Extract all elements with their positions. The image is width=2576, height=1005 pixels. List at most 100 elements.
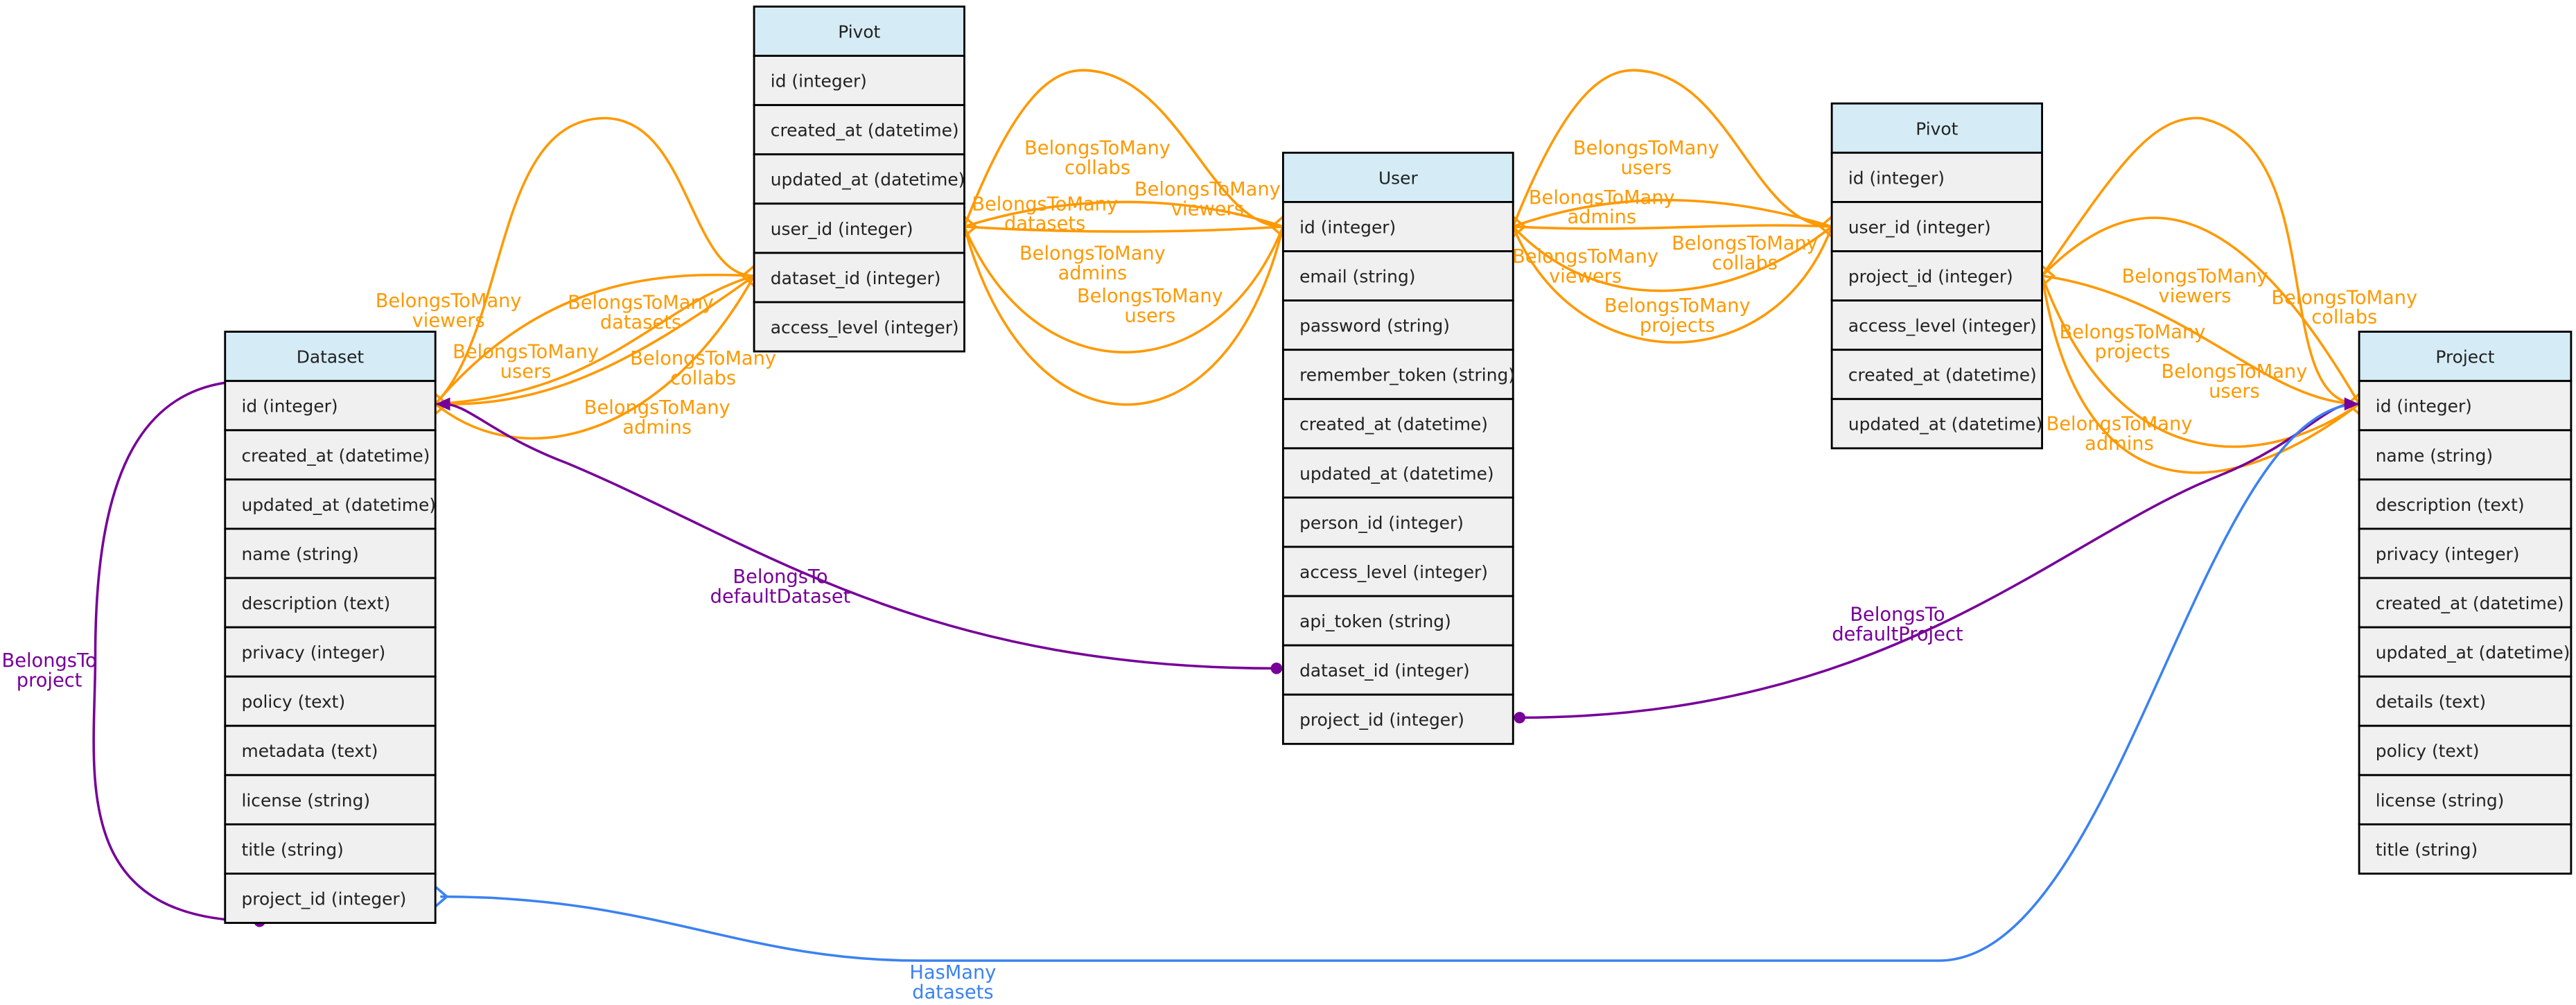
field-label: policy (text)	[2376, 741, 2480, 761]
field-label: id (integer)	[1299, 217, 1396, 237]
field-label: created_at (datetime)	[1848, 365, 2037, 385]
table-header	[2358, 331, 2573, 383]
field-label: created_at (datetime)	[771, 121, 959, 141]
table-field-row[interactable]	[1281, 595, 1514, 647]
field-label: title (string)	[2376, 839, 2478, 859]
edge-type: BelongsTo	[1850, 604, 1945, 626]
table-title: Project	[2435, 347, 2494, 367]
table-field-row[interactable]	[1830, 201, 2043, 252]
edge-belongsto-defaultDataset	[444, 403, 1277, 670]
table-field-row[interactable]	[224, 577, 437, 629]
edge-belongstomany-collabs	[963, 69, 1283, 228]
table-field-row[interactable]	[1281, 693, 1514, 745]
table-field-row[interactable]	[2358, 774, 2573, 825]
edge-hasmany-datasets	[440, 403, 2360, 962]
field-label: id (integer)	[241, 396, 338, 417]
field-label: created_at (datetime)	[1299, 414, 1488, 435]
table-field-row[interactable]	[224, 675, 437, 727]
edge-belongstomany-viewers	[963, 200, 1283, 228]
table-field-row[interactable]	[224, 626, 437, 678]
edge-type: BelongsToMany	[1077, 286, 1223, 307]
table-field-row[interactable]	[224, 380, 437, 432]
crowfoot-icon	[963, 216, 978, 238]
table-field-row[interactable]	[753, 153, 965, 205]
edge-name: project	[17, 670, 82, 691]
table-field-row[interactable]	[753, 55, 965, 107]
edge-belongstomany-users	[435, 274, 755, 405]
edge-type: BelongsToMany	[2047, 414, 2193, 435]
edge-name: viewers	[2159, 286, 2232, 307]
edge-name: admins	[622, 417, 692, 438]
table-dataset[interactable]: Dataset id (integer) created_at (datetime)…	[224, 331, 437, 924]
table-field-row[interactable]	[224, 724, 437, 776]
table-field-row[interactable]	[753, 104, 965, 156]
field-label: name (string)	[241, 544, 358, 564]
table-field-row[interactable]	[1830, 349, 2043, 401]
arrowhead-icon	[435, 397, 450, 411]
edge-name: users	[2209, 381, 2260, 402]
table-field-row[interactable]	[2358, 429, 2573, 481]
table-field-row[interactable]	[2358, 626, 2573, 678]
table-field-row[interactable]	[224, 873, 437, 924]
field-label: created_at (datetime)	[2376, 593, 2564, 613]
table-field-row[interactable]	[1281, 447, 1514, 499]
table-field-row[interactable]	[1281, 545, 1514, 597]
table-title: Dataset	[297, 347, 365, 367]
edge-belongstomany-collabs	[2041, 116, 2360, 405]
table-field-row[interactable]	[2358, 577, 2573, 629]
table-field-row[interactable]	[1830, 299, 2043, 351]
edge-name: viewers	[1549, 266, 1622, 288]
table-field-row[interactable]	[2358, 724, 2573, 776]
table-field-row[interactable]	[1830, 151, 2043, 203]
field-label: email (string)	[1299, 267, 1415, 287]
table-field-row[interactable]	[224, 527, 437, 579]
edge-type: BelongsToMany	[376, 290, 522, 312]
field-label: project_id (integer)	[1848, 267, 2013, 287]
edge-name: datasets	[912, 982, 993, 1004]
field-label: created_at (datetime)	[241, 446, 430, 466]
table-field-row[interactable]	[753, 252, 965, 304]
edge-name: collabs	[1064, 157, 1130, 179]
edge-belongstomany-viewers	[434, 116, 755, 405]
table-field-row[interactable]	[2358, 823, 2573, 875]
table-field-row[interactable]	[224, 429, 437, 481]
field-label: project_id (integer)	[241, 889, 406, 909]
table-field-row[interactable]	[1281, 644, 1514, 696]
table-field-row[interactable]	[1281, 496, 1514, 548]
field-label: id (integer)	[2376, 396, 2472, 417]
table-field-row[interactable]	[224, 823, 437, 875]
edge-name: users	[1620, 157, 1672, 179]
table-field-row[interactable]	[1830, 398, 2043, 450]
table-field-row[interactable]	[1281, 201, 1514, 252]
table-field-row[interactable]	[1281, 299, 1514, 351]
edge-name: viewers	[412, 310, 485, 331]
table-field-row[interactable]	[2358, 675, 2573, 727]
edge-belongsto-project	[92, 379, 260, 923]
table-field-row[interactable]	[2358, 478, 2573, 530]
edge-belongstomany-datasets	[964, 225, 1283, 233]
edge-belongsto-defaultProject	[1519, 403, 2353, 719]
table-field-row[interactable]	[753, 301, 965, 353]
edge-type: BelongsToMany	[2060, 322, 2206, 343]
edge-name: admins	[2085, 433, 2154, 455]
field-label: access_level (integer)	[771, 317, 959, 338]
table-field-row[interactable]	[753, 202, 965, 254]
table-field-row[interactable]	[1281, 398, 1514, 450]
edge-belongstomany-viewers	[1512, 225, 1833, 292]
field-label: updated_at (datetime)	[771, 170, 965, 190]
edge-type: BelongsTo	[2, 650, 97, 672]
table-field-row[interactable]	[1281, 349, 1514, 401]
edge-type: BelongsToMany	[1573, 138, 1719, 159]
